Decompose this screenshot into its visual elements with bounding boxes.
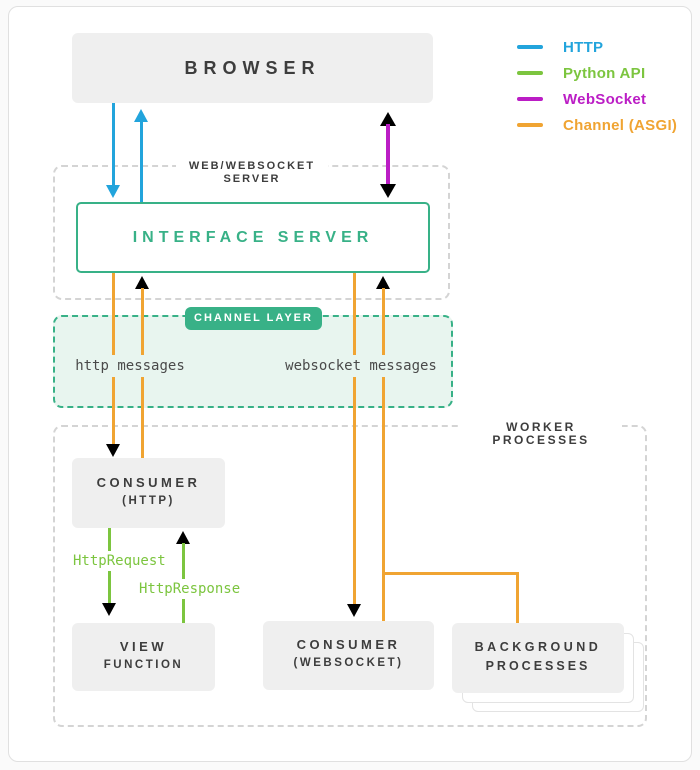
http-response-label: HttpResponse [136, 579, 244, 599]
channel-asgi-line-swatch [517, 123, 543, 127]
http-response-arrowhead [176, 531, 190, 544]
consumer-http-label-line2: (HTTP) [122, 495, 175, 507]
view-function-label-line1: VIEW [119, 639, 168, 654]
python-api-line-swatch [517, 71, 543, 75]
worker-processes-container [53, 425, 647, 727]
websocket-line [386, 124, 390, 186]
http-messages-label: http messages [70, 355, 190, 377]
background-processes-label-line1: BACKGROUND [474, 640, 602, 654]
browser-to-interface-http-arrowhead [106, 185, 120, 198]
view-function-node: VIEW FUNCTION [72, 623, 215, 691]
consumer-http-node: CONSUMER (HTTP) [72, 458, 225, 528]
interface-to-browser-http-line [139, 121, 143, 202]
websocket-line-swatch [517, 97, 543, 101]
background-processes-label-line2: PROCESSES [485, 659, 591, 673]
legend: HTTP Python API WebSocket Channel (ASGI) [517, 34, 677, 138]
web-websocket-server-label-line2: SERVER [223, 173, 281, 185]
legend-item-http: HTTP [517, 34, 677, 60]
interface-server-label: INTERFACE SERVER [132, 229, 374, 246]
http-line-swatch [517, 45, 543, 49]
websocket-down-arrowhead [380, 184, 396, 198]
legend-label-http: HTTP [563, 38, 604, 56]
http-request-label: HttpRequest [70, 551, 169, 571]
consumer-websocket-label-line1: CONSUMER [296, 637, 401, 652]
legend-item-channel-asgi: Channel (ASGI) [517, 112, 677, 138]
consumer-websocket-to-interface-channel-arrowhead [376, 276, 390, 289]
channel-layer-badge: CHANNEL LAYER [185, 307, 322, 330]
interface-to-consumer-websocket-channel-arrowhead [347, 604, 361, 617]
worker-processes-label: WORKER PROCESSES [460, 419, 622, 449]
consumer-websocket-to-interface-channel-line [381, 288, 385, 621]
legend-label-python-api: Python API [563, 64, 646, 82]
consumer-http-to-interface-channel-arrowhead [135, 276, 149, 289]
http-request-arrowhead [102, 603, 116, 616]
web-websocket-server-label: WEB/WEBSOCKET SERVER [176, 158, 328, 188]
browser-label: BROWSER [184, 58, 321, 78]
interface-server-node: INTERFACE SERVER [76, 202, 430, 273]
legend-label-websocket: WebSocket [563, 90, 647, 108]
background-branch-horizontal-line [381, 571, 519, 575]
websocket-up-arrowhead [380, 112, 396, 126]
interface-to-consumer-websocket-channel-line [352, 273, 356, 604]
legend-item-websocket: WebSocket [517, 86, 677, 112]
consumer-http-label-line1: CONSUMER [96, 475, 201, 490]
browser-to-interface-http-line [111, 103, 115, 186]
legend-item-python-api: Python API [517, 60, 677, 86]
web-websocket-server-label-line1: WEB/WEBSOCKET [188, 160, 316, 172]
consumer-websocket-node: CONSUMER (WEBSOCKET) [263, 621, 434, 690]
interface-to-browser-http-arrowhead [134, 109, 148, 122]
browser-node: BROWSER [72, 33, 433, 103]
websocket-messages-label: websocket messages [284, 355, 438, 377]
interface-to-consumer-http-channel-arrowhead [106, 444, 120, 457]
background-processes-node: BACKGROUND PROCESSES [452, 623, 624, 693]
view-function-label-line2: FUNCTION [103, 659, 184, 671]
legend-label-channel-asgi: Channel (ASGI) [563, 116, 678, 134]
consumer-websocket-label-line2: (WEBSOCKET) [293, 657, 404, 669]
background-branch-vertical-line [515, 571, 519, 623]
